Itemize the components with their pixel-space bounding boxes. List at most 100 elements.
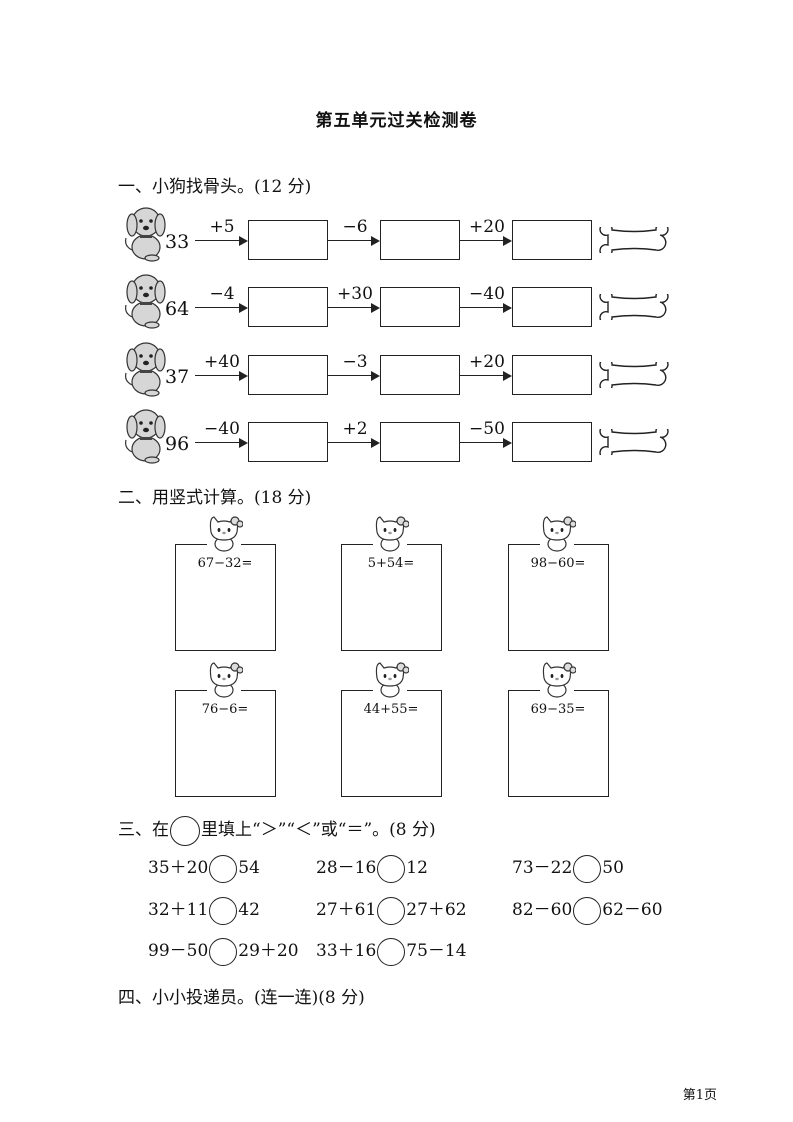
kitty-icon	[371, 512, 410, 556]
compare-right: 12	[406, 858, 428, 878]
calc-box-top-right	[574, 544, 608, 545]
answer-circle[interactable]	[573, 854, 602, 883]
compare-item: 73－22 50	[512, 853, 624, 883]
dog-icon	[122, 204, 166, 266]
calc-expression: 44+55=	[363, 702, 419, 717]
answer-box	[380, 422, 460, 462]
calc-box-top-left	[341, 690, 373, 691]
arrow-icon	[328, 302, 380, 313]
compare-left: 33＋16	[316, 941, 377, 961]
compare-item: 28－16 12	[316, 853, 428, 883]
compare-right: 42	[238, 900, 260, 920]
dog-icon	[122, 271, 166, 333]
calc-box-top-right	[407, 690, 441, 691]
arrow-icon	[328, 437, 380, 448]
compare-item: 32＋11 42	[148, 895, 260, 925]
calc-expression: 67−32=	[197, 556, 253, 571]
calc-box-top-left	[508, 690, 540, 691]
kitty-icon	[538, 512, 577, 556]
operation-label: −4	[209, 284, 235, 304]
kitty-icon	[371, 658, 410, 702]
dog-icon	[122, 339, 166, 401]
operation-label: +40	[204, 352, 240, 372]
answer-box	[380, 287, 460, 327]
compare-left: 28－16	[316, 858, 377, 878]
compare-left: 73－22	[512, 858, 573, 878]
calc-box	[508, 544, 609, 651]
circle-icon	[170, 815, 200, 846]
compare-left: 99－50	[148, 941, 209, 961]
calc-box-top-right	[241, 690, 275, 691]
compare-right: 50	[602, 858, 624, 878]
arrow-icon	[328, 235, 380, 246]
compare-right: 54	[238, 858, 260, 878]
start-number: 37	[165, 366, 190, 388]
operation-label: +20	[469, 217, 505, 237]
calc-box-top-left	[508, 544, 540, 545]
section3-heading-b: 里填上“＞”“＜”或“＝”。(8 分)	[201, 820, 436, 840]
start-number: 64	[165, 298, 190, 320]
calc-box-top-right	[241, 544, 275, 545]
arrow-icon	[328, 370, 380, 381]
calc-box	[341, 544, 442, 651]
answer-circle[interactable]	[377, 854, 406, 883]
calc-box	[175, 544, 276, 651]
page-number: 第1页	[682, 1088, 717, 1103]
compare-item: 35＋20 54	[148, 853, 260, 883]
calc-box	[508, 690, 609, 797]
answer-box	[248, 220, 328, 260]
arrow-icon	[460, 370, 512, 381]
operation-label: +2	[342, 419, 368, 439]
operation-label: −6	[342, 217, 368, 237]
answer-box	[380, 220, 460, 260]
kitty-icon	[538, 658, 577, 702]
compare-item: 82－60 62－60	[512, 895, 663, 925]
answer-box	[512, 355, 592, 395]
calc-expression: 98−60=	[530, 556, 586, 571]
answer-circle[interactable]	[573, 896, 602, 925]
answer-box	[512, 220, 592, 260]
calc-box-top-right	[574, 690, 608, 691]
section3-heading: 三、在 里填上“＞”“＜”或“＝”。(8 分)	[118, 815, 436, 846]
operation-label: +5	[209, 217, 235, 237]
calc-box-top-right	[407, 544, 441, 545]
compare-right: 62－60	[602, 900, 663, 920]
start-number: 96	[165, 433, 190, 455]
calc-box-top-left	[175, 544, 207, 545]
compare-left: 82－60	[512, 900, 573, 920]
answer-box	[512, 287, 592, 327]
section2-heading: 二、用竖式计算。(18 分)	[118, 488, 312, 508]
compare-right: 27＋62	[406, 900, 467, 920]
compare-right: 29＋20	[238, 941, 299, 961]
answer-circle[interactable]	[209, 854, 238, 883]
arrow-icon	[195, 235, 248, 246]
operation-label: −50	[469, 419, 505, 439]
operation-label: +20	[469, 352, 505, 372]
bone-icon	[598, 289, 670, 325]
compare-left: 32＋11	[148, 900, 209, 920]
operation-label: −3	[342, 352, 368, 372]
arrow-icon	[195, 302, 248, 313]
answer-box	[248, 422, 328, 462]
compare-left: 35＋20	[148, 858, 209, 878]
answer-circle[interactable]	[209, 896, 238, 925]
operation-label: −40	[469, 284, 505, 304]
section3-heading-a: 三、在	[118, 820, 169, 840]
calc-expression: 76−6=	[201, 702, 249, 717]
kitty-icon	[205, 658, 244, 702]
calc-box	[341, 690, 442, 797]
arrow-icon	[460, 437, 512, 448]
calc-box	[175, 690, 276, 797]
section1-heading: 一、小狗找骨头。(12 分)	[118, 177, 312, 197]
kitty-icon	[205, 512, 244, 556]
answer-box	[512, 422, 592, 462]
bone-icon	[598, 357, 670, 393]
answer-circle[interactable]	[377, 937, 406, 966]
answer-box	[248, 355, 328, 395]
arrow-icon	[460, 235, 512, 246]
answer-circle[interactable]	[209, 937, 238, 966]
page-title: 第五单元过关检测卷	[315, 111, 478, 131]
answer-circle[interactable]	[377, 896, 406, 925]
operation-label: +30	[337, 284, 373, 304]
